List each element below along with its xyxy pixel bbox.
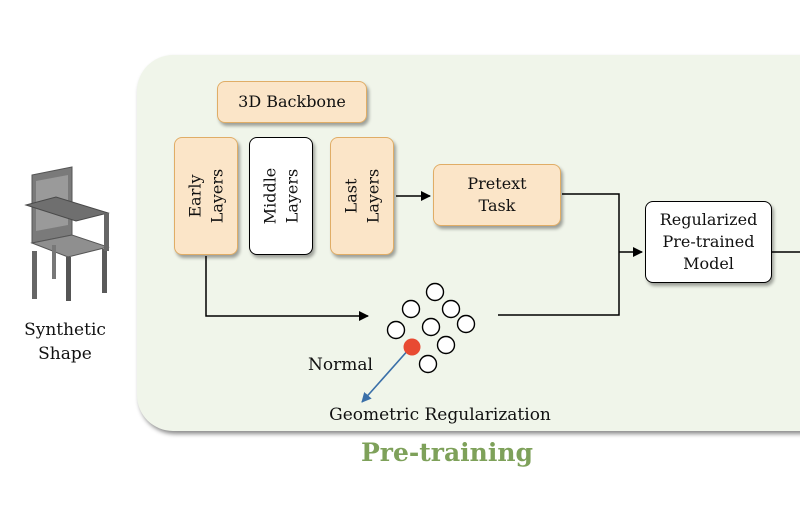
model-label: Regularized Pre-trained Model	[659, 210, 758, 273]
highlight-point	[403, 338, 421, 356]
last-layers-label: Last Layers	[341, 168, 382, 224]
line-pretext-to-merge	[562, 193, 620, 252]
early-layers-label: Early Layers	[185, 168, 226, 224]
arrow-early-to-points	[205, 256, 369, 321]
middle-layers-label: Middle Layers	[259, 167, 301, 225]
normal-arrow	[361, 347, 411, 403]
last-layers-box: Last Layers	[330, 137, 394, 255]
synthetic-shape-label: Synthetic Shape	[24, 320, 106, 364]
early-layers-box: Early Layers	[174, 137, 238, 255]
pretext-task-label: Pretext Task	[467, 174, 527, 215]
point	[456, 314, 476, 334]
line-points-to-merge	[498, 252, 620, 316]
chair-icon	[24, 166, 110, 301]
model-box: Regularized Pre-trained Model	[645, 201, 772, 283]
normal-label: Normal	[308, 355, 373, 375]
backbone-title-box: 3D Backbone	[217, 81, 367, 123]
backbone-title: 3D Backbone	[238, 92, 346, 111]
geometric-regularization-label: Geometric Regularization	[329, 405, 551, 425]
point	[425, 282, 445, 302]
pretraining-stage-label: Pre-training	[361, 438, 533, 467]
point	[386, 320, 406, 340]
point	[421, 317, 441, 337]
middle-layers-box: Middle Layers	[249, 137, 313, 255]
point-cloud	[386, 282, 476, 374]
point	[401, 299, 421, 319]
point	[418, 354, 438, 374]
point	[436, 335, 456, 355]
pretext-task-box: Pretext Task	[433, 164, 561, 226]
point	[441, 299, 461, 319]
